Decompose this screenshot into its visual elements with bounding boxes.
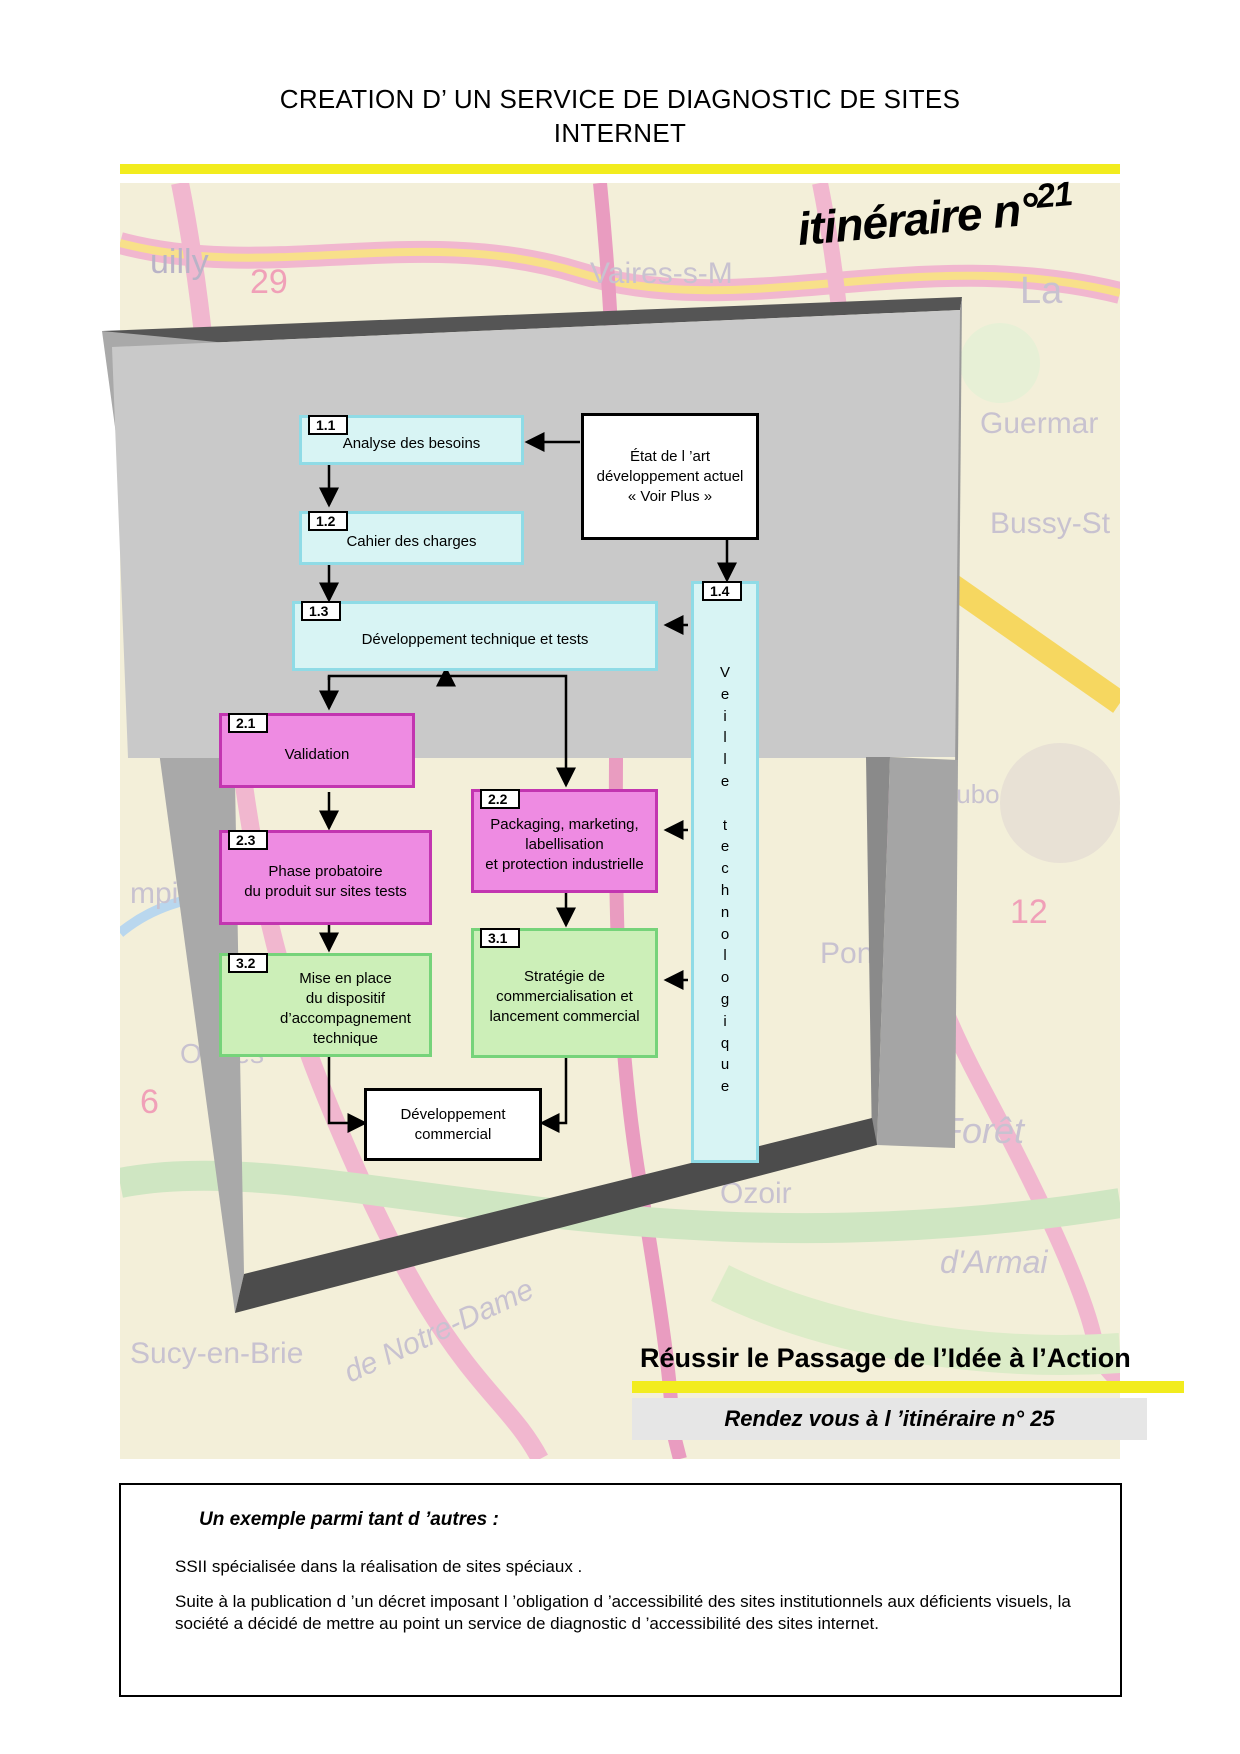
svg-text:Bussy-St: Bussy-St (990, 507, 1111, 540)
svg-text:6: 6 (140, 1083, 159, 1121)
step-label: Stratégie de commercialisation et lancem… (489, 968, 640, 1025)
step-label: Développement technique et tests (361, 631, 589, 648)
step-number: 3.2 (228, 953, 268, 973)
step-label: Cahier des charges (346, 533, 477, 550)
veille-label: V e i l l e t e c h n o l o g i q u e (719, 664, 730, 1096)
step-1-4-veille: 1.4 V e i l l e t e c h n o l o g i q u … (691, 581, 759, 1163)
step-1-3-developpement: 1.3 Développement technique et tests (292, 601, 658, 671)
svg-text:uilly: uilly (150, 243, 209, 281)
etat-label: État de l ’art développement actuel « Vo… (596, 447, 744, 505)
step-number: 1.3 (301, 601, 341, 621)
step-3-1-strategie: 3.1 Stratégie de commercialisation et la… (471, 928, 658, 1058)
example-paragraph-2: Suite à la publication d ’un décret impo… (175, 1592, 1071, 1633)
page-title-line2: INTERNET (553, 118, 687, 148)
svg-text:12: 12 (1010, 893, 1048, 931)
svg-text:Vaires-s-M: Vaires-s-M (590, 257, 733, 290)
step-number: 1.1 (308, 415, 348, 435)
example-box: Un exemple parmi tant d ’autres : SSII s… (119, 1483, 1122, 1697)
dev-label: Développement commercial (400, 1105, 506, 1143)
etat-de-l-art-box: État de l ’art développement actuel « Vo… (581, 413, 759, 540)
step-2-3-phase-probatoire: 2.3 Phase probatoire du produit sur site… (219, 830, 432, 925)
reussir-underline (632, 1381, 1184, 1393)
step-3-2-mise-en-place: 3.2 Mise en place du dispositif d’accomp… (219, 953, 432, 1057)
step-1-1-analyse: 1.1 Analyse des besoins (299, 415, 524, 465)
svg-text:d'Armai: d'Armai (940, 1244, 1048, 1280)
step-label: Phase probatoire du produit sur sites te… (244, 862, 407, 900)
svg-text:Sucy-en-Brie: Sucy-en-Brie (130, 1337, 303, 1370)
developpement-commercial-box: Développement commercial (364, 1088, 542, 1161)
example-paragraph-1: SSII spécialisée dans la réalisation de … (175, 1557, 583, 1576)
step-label: Packaging, marketing, labellisation et p… (485, 816, 644, 873)
rendez-vous-banner (632, 1398, 1147, 1440)
step-1-2-cahier: 1.2 Cahier des charges (299, 511, 524, 565)
step-2-1-validation: 2.1 Validation (219, 713, 415, 788)
step-number: 2.3 (228, 830, 268, 850)
page-title-line1: CREATION D’ UN SERVICE DE DIAGNOSTIC DE … (279, 84, 961, 114)
step-label: Validation (284, 745, 350, 763)
step-number: 1.4 (702, 581, 742, 601)
step-label: Analyse des besoins (342, 435, 481, 452)
step-number: 2.1 (228, 713, 268, 733)
svg-text:29: 29 (250, 263, 288, 301)
svg-text:Guermar: Guermar (980, 407, 1098, 440)
example-title: Un exemple parmi tant d ’autres : (199, 1509, 499, 1530)
step-number: 2.2 (480, 789, 520, 809)
step-number: 3.1 (480, 928, 520, 948)
title-underline (120, 164, 1120, 174)
step-label: Mise en place du dispositif d’accompagne… (280, 970, 411, 1047)
svg-text:La: La (1020, 270, 1063, 312)
step-number: 1.2 (308, 511, 348, 531)
reussir-heading: Réussir le Passage de l’Idée à l’Action (640, 1343, 1131, 1373)
rendez-vous-link[interactable]: Rendez vous à l ’itinéraire n° 25 (724, 1406, 1055, 1431)
step-2-2-packaging: 2.2 Packaging, marketing, labellisation … (471, 789, 658, 893)
